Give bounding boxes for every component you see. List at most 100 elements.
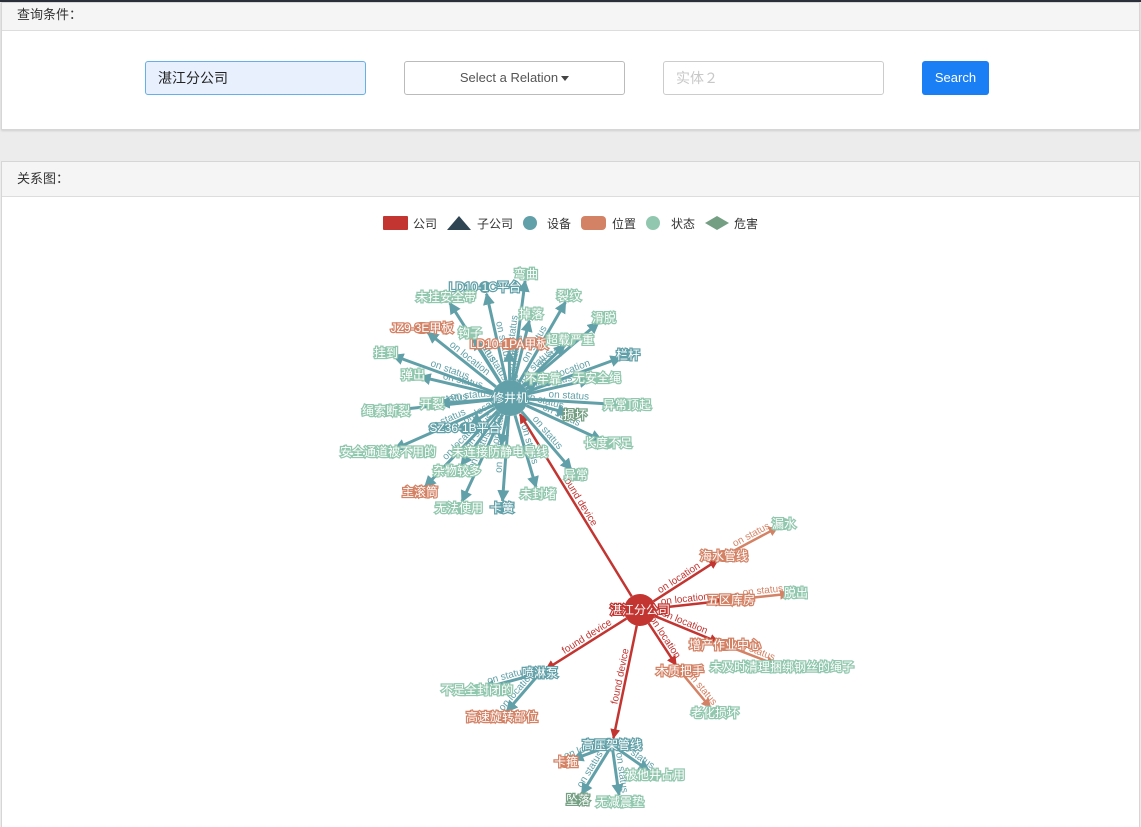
graph-link[interactable]	[730, 645, 777, 666]
legend-company-label[interactable]: 公司	[413, 217, 437, 231]
graph-node-status[interactable]: 漏水	[771, 516, 798, 533]
graph-node-device[interactable]: 栏杆	[615, 346, 642, 364]
graph-node-status[interactable]: 长度不足	[583, 434, 634, 452]
legend-hazard-swatch[interactable]	[705, 216, 729, 230]
graph-link[interactable]	[503, 349, 516, 381]
graph-node-hazard[interactable]: 坠落	[565, 792, 592, 809]
graph-node-status[interactable]: 不牢靠	[524, 370, 563, 388]
graph-node-location[interactable]: 增产作业中心	[688, 636, 763, 654]
graph-link[interactable]	[616, 747, 651, 773]
graph-link[interactable]	[611, 750, 624, 797]
graph-node-device[interactable]: 卡簧	[489, 499, 516, 517]
legend-subcompany-label[interactable]: 子公司	[477, 217, 513, 231]
graph-link[interactable]	[527, 376, 592, 396]
graph-node-status[interactable]: 未挂安全带	[415, 288, 478, 306]
graph-node-status[interactable]: 无减震垫	[595, 793, 646, 811]
legend-hazard-label[interactable]: 危害	[734, 216, 758, 231]
graph-node-location[interactable]: 五区库房	[706, 591, 757, 609]
legend-subcompany-swatch[interactable]	[447, 216, 471, 230]
graph-node-status[interactable]: 绳索断裂	[361, 402, 412, 420]
graph-node-status[interactable]: 钩子	[457, 325, 484, 342]
graph-link[interactable]	[512, 319, 533, 381]
graph-link[interactable]	[418, 373, 493, 396]
graph-node-hazard[interactable]: 损坏	[562, 407, 589, 424]
graph-link[interactable]	[647, 622, 678, 666]
legend-device-label[interactable]: 设备	[547, 217, 571, 231]
graph-link[interactable]	[682, 674, 712, 709]
graph-node-device[interactable]: 修井机	[491, 380, 529, 416]
graph-node-status[interactable]: 杂物较多	[432, 462, 483, 480]
graph-node-status[interactable]: 异常顶起	[602, 397, 653, 414]
graph-node-status[interactable]: 被他井占用	[624, 766, 687, 784]
graph-link[interactable]	[393, 403, 495, 451]
graph-link[interactable]	[525, 404, 603, 442]
graph-link[interactable]	[497, 415, 510, 447]
graph-link[interactable]	[526, 355, 623, 394]
graph-link[interactable]	[460, 413, 504, 503]
relation-dropdown[interactable]: Select a Relation	[404, 61, 625, 95]
graph-node-status[interactable]: 开裂	[419, 396, 446, 413]
graph-node-status[interactable]: 未连接防静电导线	[451, 443, 550, 461]
graph-node-status[interactable]: 不是全封闭的	[440, 681, 515, 699]
graph-link[interactable]	[469, 406, 496, 426]
graph-node-status[interactable]: 未封堵	[519, 486, 558, 503]
graph-link[interactable]	[510, 279, 530, 381]
graph-link[interactable]	[482, 673, 535, 692]
graph-link[interactable]	[391, 353, 494, 394]
graph-node-status[interactable]: 未及时清理捆绑钢丝的绳子	[709, 658, 856, 676]
graph-link[interactable]	[391, 398, 493, 416]
graph-node-status[interactable]: 脱出	[783, 584, 810, 602]
graph-node-status[interactable]: 滑脱	[591, 309, 618, 327]
graph-node-status[interactable]: 无法使用	[434, 499, 485, 517]
legend-status-label[interactable]: 状态	[671, 217, 695, 231]
legend-location-swatch[interactable]	[581, 216, 606, 230]
graph-node-company[interactable]: 湛江分公司	[609, 594, 671, 626]
graph-node-device[interactable]: SZ36-1B平台	[428, 419, 502, 437]
graph-link[interactable]	[527, 401, 570, 417]
graph-node-device[interactable]: 高压架管线	[581, 736, 644, 754]
graph-link[interactable]	[426, 331, 497, 388]
graph-node-status[interactable]: 裂纹	[556, 288, 583, 305]
graph-node-location[interactable]: LD10-1PA甲板	[469, 336, 550, 353]
graph-node-location[interactable]: 主滚筒	[401, 483, 440, 501]
graph-link[interactable]	[654, 614, 720, 644]
graph-link[interactable]	[423, 409, 499, 488]
legend-location-label[interactable]: 位置	[612, 216, 636, 231]
search-button[interactable]: Search	[922, 61, 989, 95]
graph-link[interactable]	[545, 617, 628, 671]
graph-link[interactable]	[517, 301, 567, 384]
graph-link[interactable]	[459, 411, 501, 467]
entity1-input[interactable]	[145, 61, 366, 95]
graph-link[interactable]	[655, 596, 726, 610]
graph-node-status[interactable]: 安全通道被不用的	[339, 443, 438, 461]
graph-node-location[interactable]: 木质把手	[655, 663, 706, 680]
graph-link[interactable]	[736, 589, 791, 601]
graph-link[interactable]	[497, 415, 511, 503]
graph-node-status[interactable]: 无安全绳	[572, 369, 623, 387]
graph-link[interactable]	[521, 343, 567, 387]
graph-link[interactable]	[524, 381, 538, 394]
graph-link[interactable]	[513, 414, 539, 489]
graph-node-status[interactable]: 挂到	[373, 345, 400, 362]
graph-node-status[interactable]: 弯曲	[513, 265, 540, 283]
graph-node-location[interactable]: 海水管线	[699, 547, 750, 565]
graph-link[interactable]	[483, 292, 508, 381]
graph-node-device[interactable]: 喷淋泵	[521, 665, 560, 682]
legend-company-swatch[interactable]	[383, 216, 408, 230]
graph-node-status[interactable]: 掉落	[518, 306, 545, 323]
graph-link[interactable]	[518, 413, 633, 598]
graph-link[interactable]	[472, 337, 502, 384]
graph-node-location[interactable]: JZ9-3E甲板	[389, 320, 454, 337]
graph-link[interactable]	[652, 558, 719, 603]
graph-node-location[interactable]: 卡箍	[553, 753, 580, 771]
legend-status-swatch[interactable]	[646, 216, 660, 230]
graph-node-status[interactable]: 老化损坏	[690, 705, 741, 722]
graph-node-status[interactable]: 弹出	[400, 367, 427, 384]
graph-link[interactable]	[505, 676, 538, 713]
graph-node-status[interactable]: 超载严重	[545, 331, 596, 349]
graph-node-status[interactable]: 异常	[563, 467, 590, 484]
graph-link[interactable]	[571, 745, 607, 762]
graph-link[interactable]	[527, 397, 622, 410]
graph-link[interactable]	[580, 749, 611, 796]
graph-link[interactable]	[520, 410, 573, 471]
